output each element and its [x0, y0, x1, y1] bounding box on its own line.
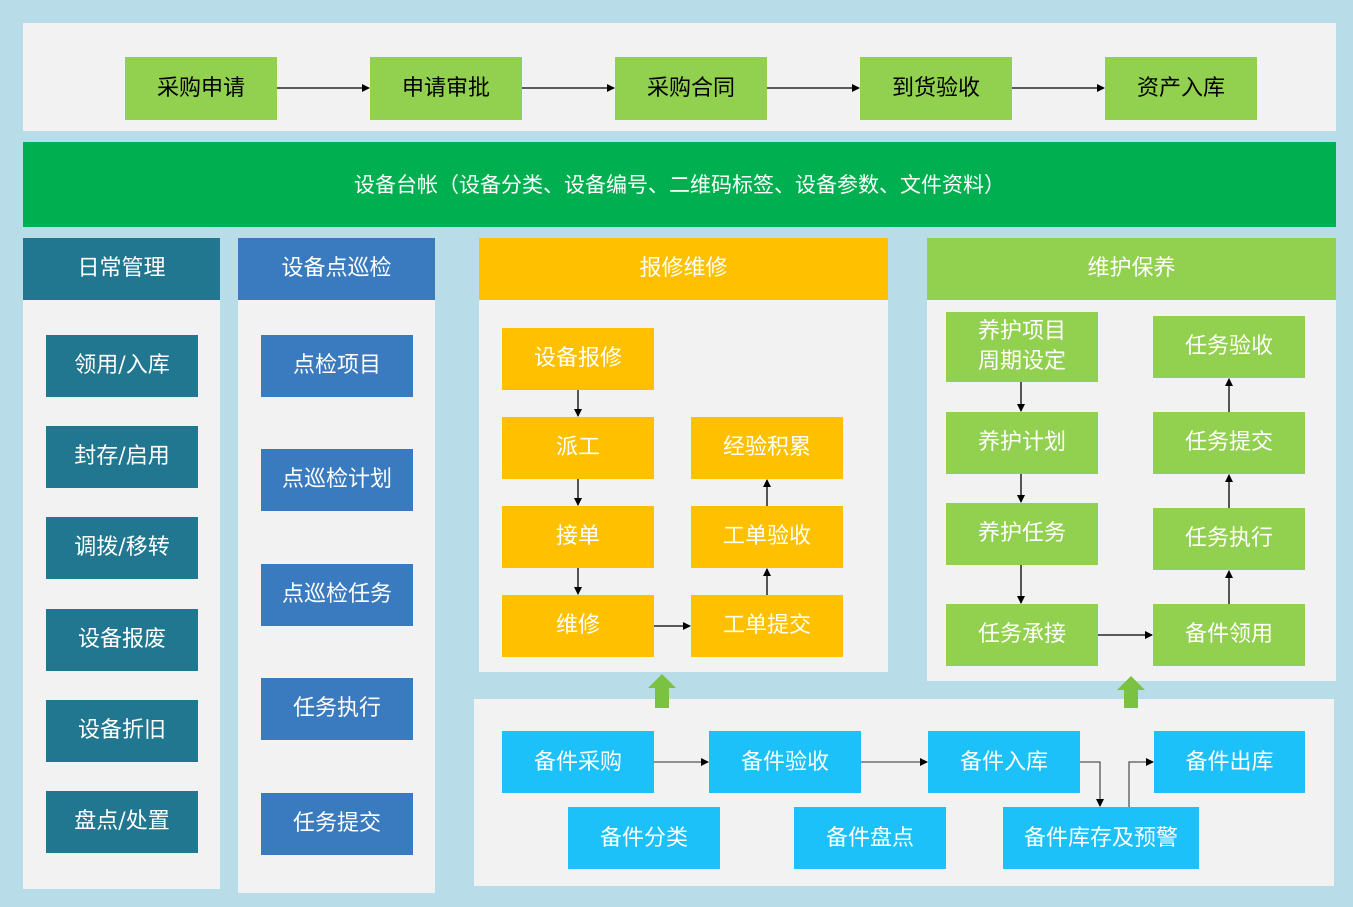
repair-step[interactable]: 接单: [502, 506, 654, 568]
maintenance-step[interactable]: 任务验收: [1153, 316, 1305, 378]
maintenance-step[interactable]: 任务执行: [1153, 508, 1305, 570]
inspection-item[interactable]: 点检项目: [261, 335, 413, 397]
spare-part-step[interactable]: 备件盘点: [794, 807, 946, 869]
spare-part-step[interactable]: 备件库存及预警: [1003, 807, 1199, 869]
maintenance-step[interactable]: 养护计划: [946, 412, 1098, 474]
inspection-item[interactable]: 任务执行: [261, 678, 413, 740]
spare-part-step[interactable]: 备件入库: [928, 731, 1080, 793]
daily-item[interactable]: 设备折旧: [46, 700, 198, 762]
spare-part-step[interactable]: 备件采购: [502, 731, 654, 793]
repair-step[interactable]: 派工: [502, 417, 654, 479]
spare-part-step[interactable]: 备件分类: [568, 807, 720, 869]
inspection-item[interactable]: 任务提交: [261, 793, 413, 855]
proc-step-1[interactable]: 采购申请: [125, 57, 277, 120]
proc-step-2[interactable]: 申请审批: [370, 57, 522, 120]
maintenance-step[interactable]: 备件领用: [1153, 604, 1305, 666]
spare-part-step[interactable]: 备件出库: [1154, 731, 1305, 793]
daily-item[interactable]: 封存/启用: [46, 426, 198, 488]
daily-item[interactable]: 盘点/处置: [46, 791, 198, 853]
proc-step-4[interactable]: 到货验收: [860, 57, 1012, 120]
daily-item[interactable]: 领用/入库: [46, 335, 198, 397]
maintenance-step[interactable]: 养护任务: [946, 503, 1098, 565]
inspection-item[interactable]: 点巡检任务: [261, 564, 413, 626]
daily-item[interactable]: 设备报废: [46, 609, 198, 671]
maintenance-header: 维护保养: [927, 238, 1336, 300]
daily-management-header: 日常管理: [23, 238, 220, 300]
repair-step[interactable]: 工单验收: [691, 506, 843, 568]
equipment-ledger-bar[interactable]: 设备台帐（设备分类、设备编号、二维码标签、设备参数、文件资料）: [23, 142, 1336, 227]
maintenance-step[interactable]: 任务提交: [1153, 412, 1305, 474]
inspection-item[interactable]: 点巡检计划: [261, 449, 413, 511]
repair-header: 报修维修: [479, 238, 888, 300]
arrow: [1128, 758, 1154, 807]
repair-step[interactable]: 经验积累: [691, 417, 843, 479]
maintenance-step[interactable]: 任务承接: [946, 604, 1098, 666]
arrow: [1080, 761, 1104, 807]
repair-step[interactable]: 维修: [502, 595, 654, 657]
spare-part-step[interactable]: 备件验收: [709, 731, 861, 793]
daily-item[interactable]: 调拨/移转: [46, 517, 198, 579]
green-up-arrow-icon: [1117, 676, 1145, 708]
maintenance-step[interactable]: 养护项目 周期设定: [946, 312, 1098, 382]
proc-step-3[interactable]: 采购合同: [615, 57, 767, 120]
inspection-header: 设备点巡检: [238, 238, 435, 300]
repair-step[interactable]: 工单提交: [691, 595, 843, 657]
repair-step[interactable]: 设备报修: [502, 328, 654, 390]
green-up-arrow-icon: [648, 674, 676, 708]
proc-step-5[interactable]: 资产入库: [1105, 57, 1257, 120]
